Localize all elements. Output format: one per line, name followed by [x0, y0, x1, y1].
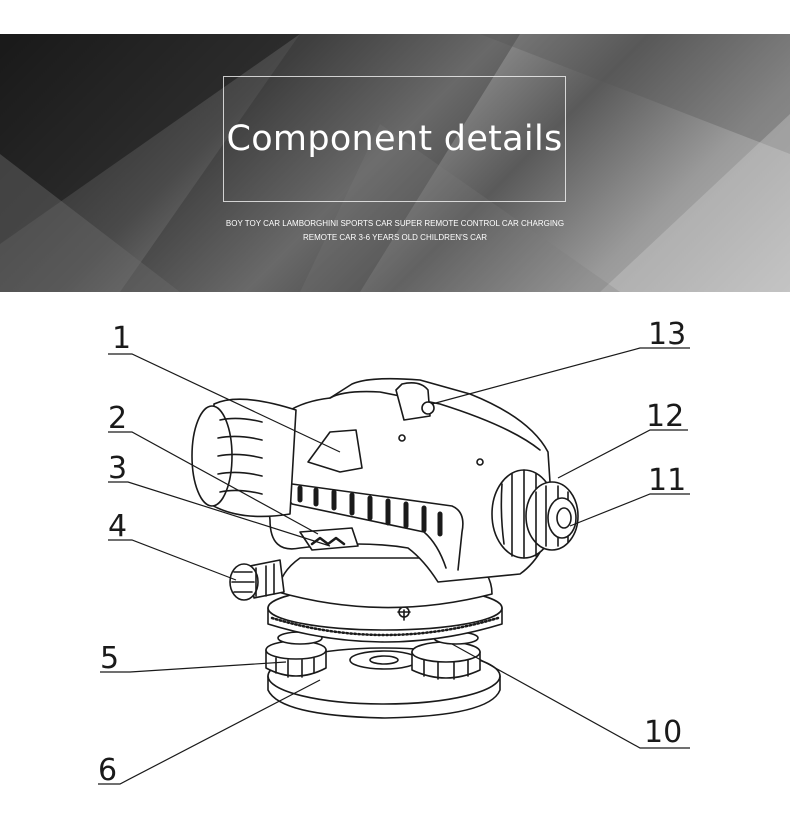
leader-line-13 [431, 347, 690, 405]
leader-line-2 [108, 431, 319, 535]
callout-6: 6 [98, 753, 117, 788]
leader-line-4 [108, 539, 237, 581]
leader-lines [98, 347, 690, 785]
callout-10: 10 [644, 715, 682, 750]
callout-4: 4 [108, 509, 127, 544]
banner-subtitle-line: BOY TOY CAR LAMBORGHINI SPORTS CAR SUPER… [225, 219, 565, 228]
focus-knob [229, 559, 285, 601]
leader-line-5 [100, 661, 287, 673]
foot-screw-right [411, 641, 481, 680]
level-instrument-drawing [191, 377, 579, 719]
banner-title: Component details [226, 119, 563, 159]
callout-12: 12 [646, 399, 684, 434]
banner-subtitle-line: REMOTE CAR 3-6 YEARS OLD CHILDREN'S CAR [302, 233, 488, 242]
banner-subtitle: BOY TOY CAR LAMBORGHINI SPORTS CAR SUPER… [220, 217, 570, 245]
callout-labels: 1 2 3 4 5 6 10 11 12 13 [98, 317, 686, 788]
callout-13: 13 [648, 317, 686, 352]
leader-line-6 [98, 679, 321, 785]
component-diagram: 1 2 3 4 5 6 10 11 12 13 [98, 317, 690, 788]
callout-1: 1 [112, 321, 131, 356]
leader-line-10 [451, 643, 690, 749]
banner-background-facets [0, 34, 790, 292]
callout-5: 5 [100, 641, 119, 676]
collimator-sight [395, 382, 484, 466]
eyepiece [491, 469, 579, 559]
callout-2: 2 [108, 401, 127, 436]
title-frame: Component details [223, 76, 566, 202]
foot-screw-left [265, 640, 327, 678]
callout-11: 11 [648, 463, 686, 498]
objective-tube [191, 398, 297, 518]
leader-line-1 [108, 353, 341, 453]
leader-line-12 [557, 429, 688, 479]
header-banner: Component details BOY TOY CAR LAMBORGHIN… [0, 34, 790, 292]
telescope-body [261, 377, 553, 583]
callout-3: 3 [108, 451, 127, 486]
leader-line-3 [108, 481, 331, 547]
leader-line-11 [569, 493, 690, 527]
